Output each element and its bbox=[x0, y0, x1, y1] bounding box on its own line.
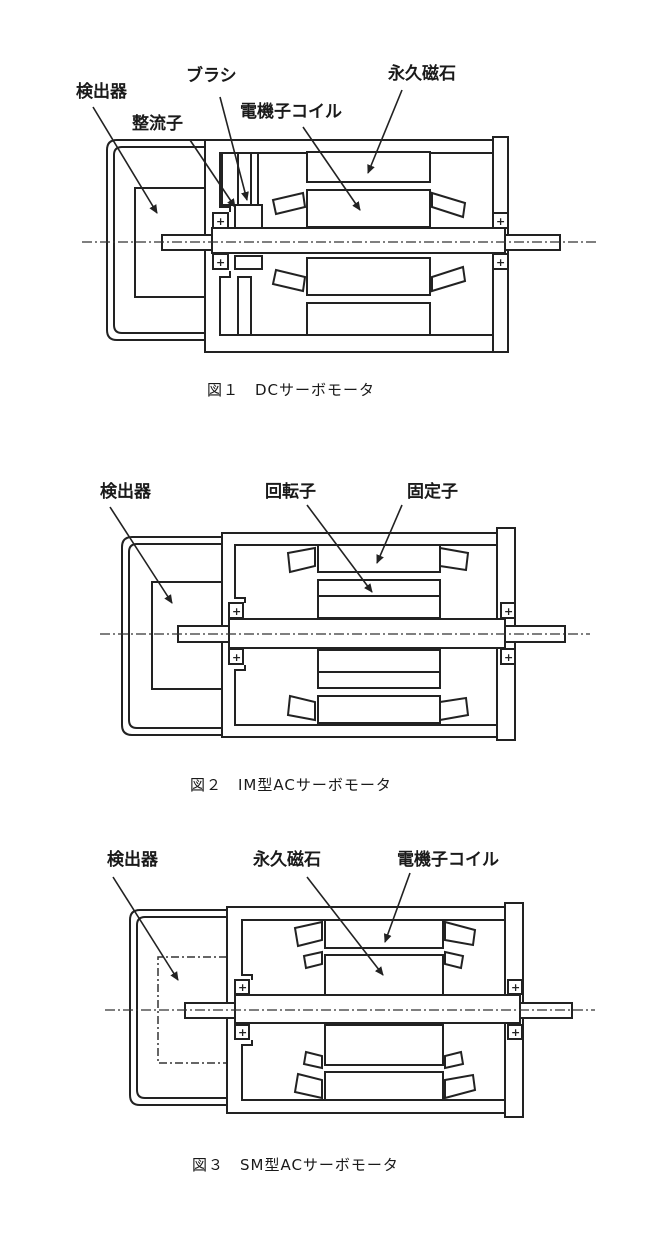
figure-1-caption: 図１ DCサーボモータ bbox=[207, 381, 376, 399]
figure-3-sm-ac-servo-motor: + + + + bbox=[105, 872, 595, 1118]
permanent-magnet bbox=[306, 151, 431, 183]
arrow-detector bbox=[109, 506, 173, 604]
coil-end bbox=[302, 1050, 323, 1070]
brush bbox=[237, 276, 252, 336]
figure-3-caption: 図３ SM型ACサーボモータ bbox=[192, 1156, 399, 1174]
brush bbox=[237, 152, 252, 206]
permanent-magnet bbox=[324, 1024, 444, 1066]
coil-end bbox=[431, 191, 467, 219]
arrow-armature-coil bbox=[383, 872, 411, 943]
coil-end bbox=[439, 696, 470, 722]
svg-text:+: + bbox=[238, 981, 247, 994]
figure-2-im-ac-servo-motor: + + + + bbox=[100, 504, 590, 741]
arrow-detector bbox=[92, 106, 158, 214]
detector-cover bbox=[129, 909, 227, 1106]
arrow-rotor bbox=[306, 504, 373, 593]
svg-text:+: + bbox=[216, 256, 225, 269]
svg-text:+: + bbox=[504, 651, 513, 664]
coil-end bbox=[271, 268, 307, 293]
figure-1-dc-servo-motor: + + + + bbox=[82, 89, 598, 353]
detector-box bbox=[134, 187, 205, 298]
coil-end bbox=[286, 546, 316, 574]
detector-box bbox=[151, 581, 222, 690]
label-detector: 検出器 bbox=[100, 482, 151, 502]
permanent-magnet bbox=[306, 302, 431, 336]
armature-coil bbox=[324, 1071, 444, 1101]
svg-text:+: + bbox=[496, 256, 505, 269]
rotor bbox=[317, 579, 441, 619]
svg-text:+: + bbox=[232, 605, 241, 618]
shaft bbox=[211, 227, 506, 254]
label-armature-coil: 電機子コイル bbox=[397, 850, 499, 870]
coil-end bbox=[444, 950, 465, 970]
figure-2-caption: 図２ IM型ACサーボモータ bbox=[190, 776, 392, 794]
label-stator: 固定子 bbox=[407, 482, 458, 502]
commutator bbox=[234, 255, 263, 270]
arrow-permanent-magnet bbox=[367, 89, 403, 174]
label-armature-coil: 電機子コイル bbox=[240, 102, 342, 122]
arrow-armature-coil bbox=[302, 126, 361, 211]
arrow-permanent-magnet bbox=[306, 876, 384, 976]
bearings: + + + + bbox=[212, 212, 509, 270]
coil-end bbox=[444, 920, 477, 947]
svg-text:+: + bbox=[504, 605, 513, 618]
svg-text:+: + bbox=[496, 215, 505, 228]
label-commutator: 整流子 bbox=[132, 114, 183, 134]
coil-end bbox=[444, 1073, 477, 1100]
coil-end bbox=[444, 1050, 465, 1070]
shaft bbox=[234, 994, 521, 1024]
label-brush: ブラシ bbox=[186, 66, 237, 86]
armature bbox=[306, 257, 431, 296]
bearings: + + + + bbox=[228, 602, 516, 665]
label-detector: 検出器 bbox=[107, 850, 158, 870]
permanent-magnet bbox=[324, 954, 444, 996]
label-detector: 検出器 bbox=[76, 82, 127, 102]
coil-end bbox=[271, 191, 307, 216]
svg-text:+: + bbox=[511, 981, 520, 994]
svg-text:+: + bbox=[216, 215, 225, 228]
label-rotor: 回転子 bbox=[265, 482, 316, 502]
commutator bbox=[234, 204, 263, 229]
armature bbox=[306, 189, 431, 228]
coil-end bbox=[286, 694, 316, 722]
label-permanent-magnet: 永久磁石 bbox=[253, 850, 321, 870]
coil-end bbox=[439, 546, 470, 572]
coil-end bbox=[293, 1072, 323, 1100]
coil-end bbox=[431, 265, 467, 293]
arrow-stator bbox=[376, 504, 403, 564]
bearings: + + + + bbox=[234, 979, 523, 1040]
svg-text:+: + bbox=[511, 1026, 520, 1039]
stator bbox=[317, 695, 441, 724]
coil-end bbox=[293, 920, 323, 948]
arrow-brush bbox=[219, 96, 249, 201]
detector-box bbox=[157, 956, 227, 1064]
rotor bbox=[317, 649, 441, 689]
arrow-commutator bbox=[189, 139, 236, 208]
svg-text:+: + bbox=[238, 1026, 247, 1039]
coil-end bbox=[302, 950, 323, 970]
arrow-detector bbox=[112, 876, 179, 981]
label-permanent-magnet: 永久磁石 bbox=[388, 64, 456, 84]
svg-text:+: + bbox=[232, 651, 241, 664]
